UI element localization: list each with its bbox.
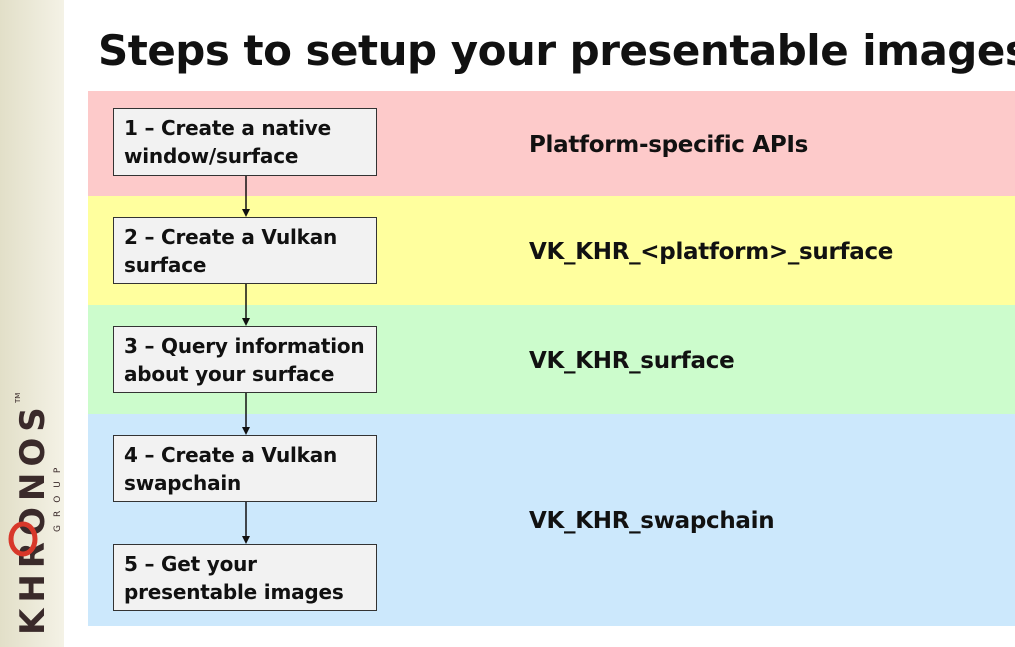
step-5-line2: presentable images <box>124 580 344 604</box>
logo-text: KHRONOS <box>13 401 53 635</box>
logo-swoosh-icon <box>8 521 38 557</box>
step-1-line1: 1 – Create a native <box>124 116 331 140</box>
step-1-box: 1 – Create a native window/surface <box>113 108 377 176</box>
logo-tm-text: TM <box>14 393 22 404</box>
band-label-khr-swapchain: VK_KHR_swapchain <box>529 508 775 534</box>
page-title: Steps to setup your presentable images <box>98 26 1015 75</box>
step-3-line1: 3 – Query information <box>124 334 365 358</box>
step-4-box: 4 – Create a Vulkan swapchain <box>113 435 377 502</box>
step-2-line1: 2 – Create a Vulkan <box>124 225 338 249</box>
band-label-platform: Platform-specific APIs <box>529 132 809 158</box>
logo-group-text: GROUP <box>53 460 62 532</box>
step-1-line2: window/surface <box>124 144 299 168</box>
step-3-box: 3 – Query information about your surface <box>113 326 377 393</box>
band-label-khr-surface: VK_KHR_surface <box>529 348 735 374</box>
step-2-box: 2 – Create a Vulkan surface <box>113 217 377 284</box>
step-2-line2: surface <box>124 253 207 277</box>
sidebar: KHRONOS GROUP TM <box>0 0 64 647</box>
band-label-platform-surface: VK_KHR_<platform>_surface <box>529 239 894 265</box>
step-5-box: 5 – Get your presentable images <box>113 544 377 611</box>
khronos-logo: KHRONOS GROUP TM <box>8 393 62 635</box>
step-4-line1: 4 – Create a Vulkan <box>124 443 338 467</box>
step-5-line1: 5 – Get your <box>124 552 257 576</box>
step-3-line2: about your surface <box>124 362 335 386</box>
step-4-line2: swapchain <box>124 471 242 495</box>
